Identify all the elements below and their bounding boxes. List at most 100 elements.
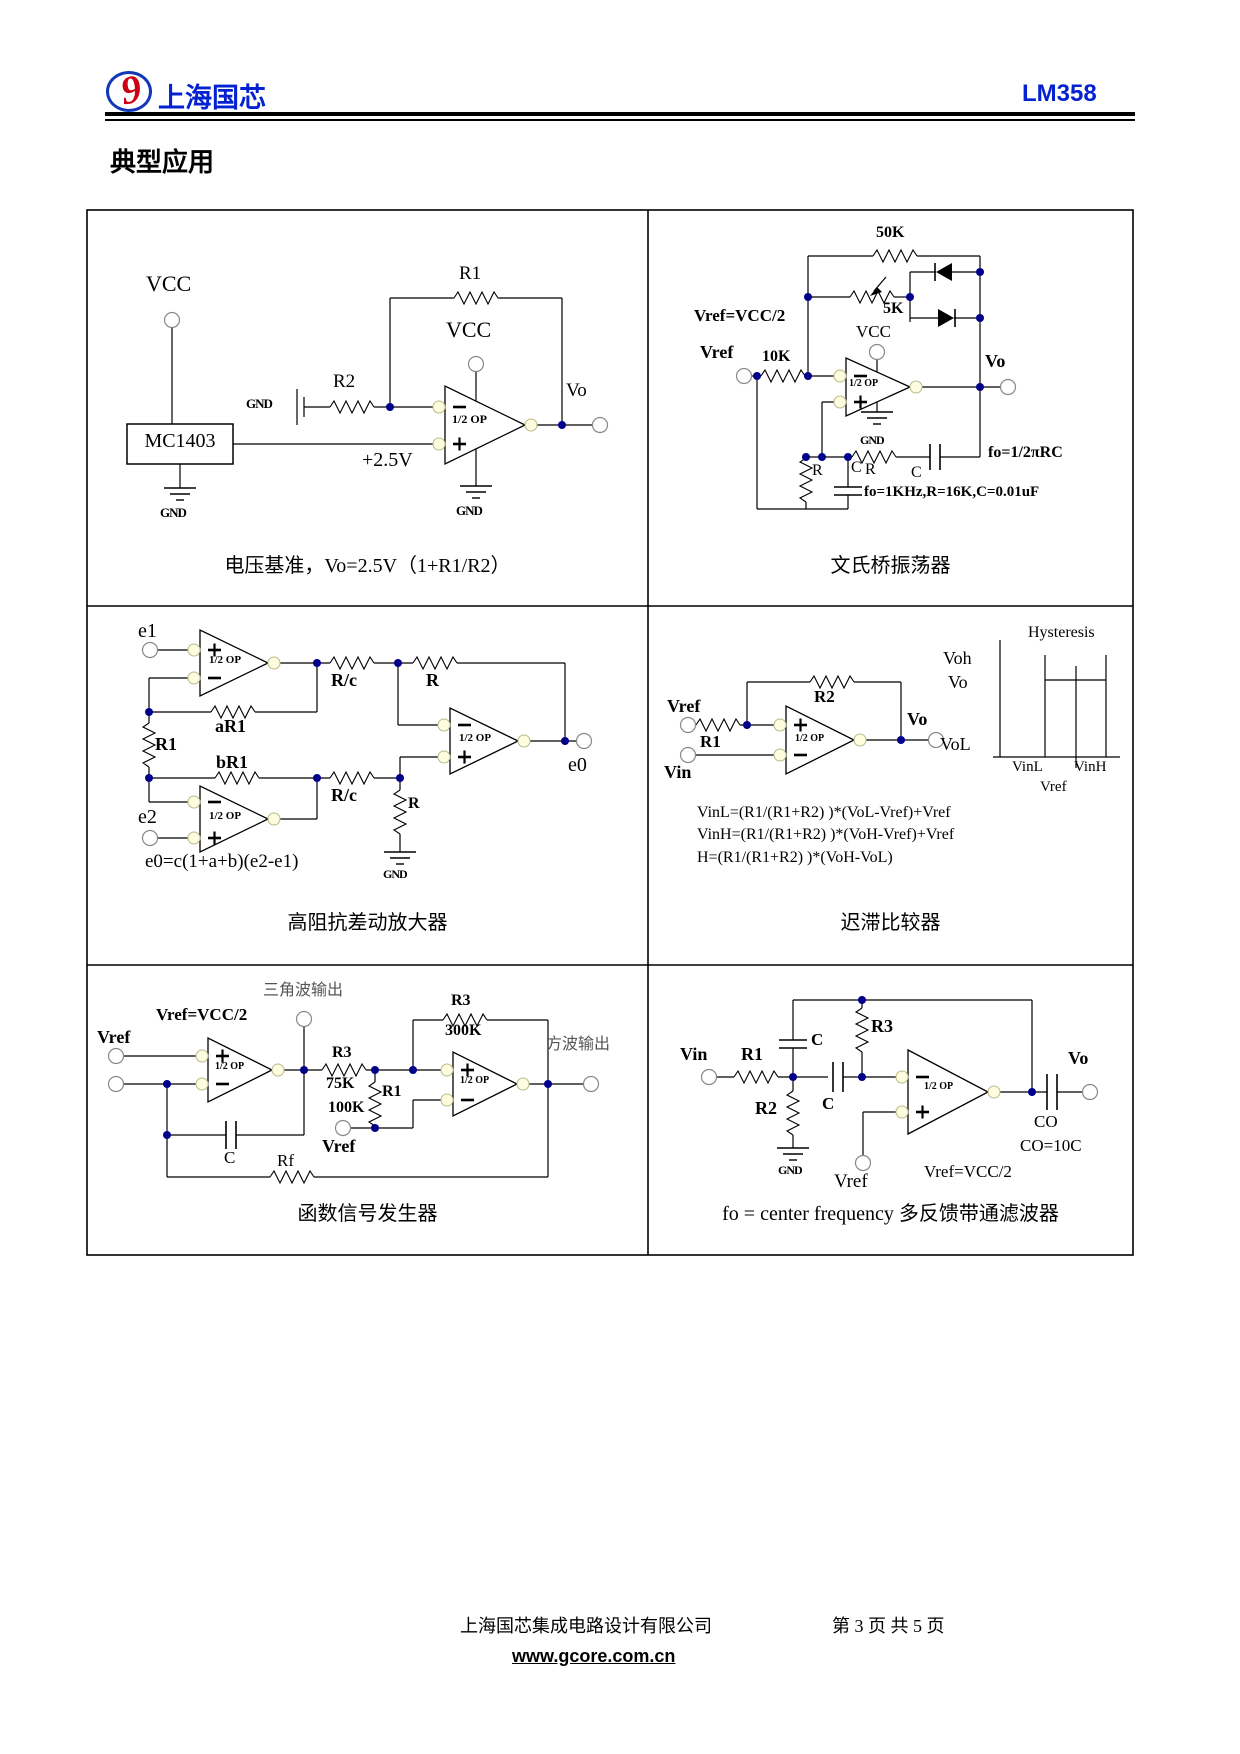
footer-website-link[interactable]: www.gcore.com.cn [512,1646,676,1666]
label-p3-r1: R1 [155,734,177,754]
label-p3-half-op-b: 1/2 OP [209,810,242,822]
label-p5-v300k: 300K [445,1022,482,1039]
label-p2-series-c: C [911,464,922,481]
label-p6-vref-bot: Vref [834,1171,868,1192]
label-p1-gnd-bat: GND [246,396,273,411]
label-p4-vref-axis: Vref [1040,779,1067,795]
label-p1-mc1403: MC1403 [144,430,216,452]
label-p2-fo2: fo=1KHz,R=16K,C=0.01uF [864,484,1040,500]
label-p6-co-eq: CO=10C [1020,1136,1082,1155]
label-p3-half-op-c: 1/2 OP [459,732,492,744]
label-p5-v75k: 75K [326,1075,355,1092]
label-p6-r3: R3 [871,1016,893,1036]
label-p2-vref: Vref [700,342,734,362]
label-p6-r2: R2 [755,1098,777,1118]
gcore-logo-icon: 9 [106,66,152,113]
label-p3-r-shunt: R [408,795,420,812]
label-p1-gnd-op: GND [456,503,483,518]
header-rule-thin [105,119,1135,121]
label-p4-r1: R1 [700,732,721,751]
label-p3-r-top: R [426,670,439,690]
label-p3-ar1: aR1 [215,716,246,736]
label-p3-formula: e0=c(1+a+b)(e2-e1) [145,851,299,872]
label-p6-c-series: C [822,1094,835,1113]
label-p2-r10k: 10K [762,348,791,365]
label-p2-fo1: fo=1/2πRC [988,444,1063,461]
label-p2-vo: Vo [985,351,1006,371]
label-p2-vcc: VCC [856,322,891,341]
label-p5-sq-out: 方波输出 [546,1036,611,1053]
label-p5-vref-eq: Vref=VCC/2 [156,1005,248,1024]
label-p2-gnd: GND [860,433,885,447]
label-p5-rf: Rf [277,1151,294,1170]
label-p3-rc1: R/c [331,670,357,690]
label-p3-rc2: R/c [331,785,357,805]
label-p4-vol: VoL [940,734,971,754]
label-p2-r50k: 50K [876,224,905,241]
label-p1-half-op: 1/2 OP [452,412,487,426]
label-p6-co: CO [1034,1112,1058,1131]
label-p3-gnd: GND [383,867,408,881]
label-p5-c: C [224,1148,236,1167]
label-p1-r2: R2 [333,371,356,392]
caption-p3: 高阻抗差动放大器 [287,912,448,934]
label-p4-voh: Voh [943,648,972,668]
label-p1-vo: Vo [566,380,587,401]
label-p6-r1: R1 [741,1044,763,1064]
label-p1-vcc-op: VCC [446,317,492,342]
label-p5-half-op-a: 1/2 OP [215,1061,245,1072]
label-p5-tri-out: 三角波输出 [263,982,344,999]
brand-name: 上海国芯 [158,83,266,113]
label-p2-vref-eq: Vref=VCC/2 [694,306,786,325]
label-p2-shunt-r: R [812,462,823,479]
label-p6-vo: Vo [1068,1048,1089,1068]
label-p4-f3: H=(R1/(R1+R2) )*(VoH-VoL) [697,849,893,866]
label-p2-r5k: 5K [883,300,904,317]
label-p5-r1: R1 [382,1083,402,1100]
label-p3-e0: e0 [568,754,587,776]
caption-p4: 迟滞比较器 [840,912,941,934]
part-number: LM358 [1022,80,1097,107]
label-p6-half-op: 1/2 OP [924,1081,954,1092]
label-p4-vo-axis: Vo [948,672,968,692]
footer-page-number: 第 3 页 共 5 页 [832,1616,945,1636]
label-p4-r2: R2 [814,687,835,706]
label-p4-half-op: 1/2 OP [795,733,825,744]
label-p5-half-op-b: 1/2 OP [460,1075,490,1086]
label-p5-vref-in: Vref [97,1027,131,1047]
label-p5-r3a: R3 [332,1044,352,1061]
label-p6-c-top: C [811,1030,824,1049]
label-p1-r1: R1 [459,263,482,284]
label-p1-gnd-box: GND [160,505,187,520]
section-title: 典型应用 [110,148,215,177]
label-p4-vinh: VinH [1074,759,1107,775]
label-p3-br1: bR1 [216,752,249,772]
label-p5-vref-mid: Vref [322,1136,356,1156]
label-p6-gnd: GND [778,1163,803,1177]
label-p4-f2: VinH=(R1/(R1+R2) )*(VoH-Vref)+Vref [697,826,955,843]
label-p4-vo: Vo [907,709,928,729]
label-p4-f1: VinL=(R1/(R1+R2) )*(VoL-Vref)+Vref [697,804,951,821]
caption-p1: 电压基准，Vo=2.5V（1+R1/R2） [224,555,511,577]
label-p4-vin: Vin [664,762,692,782]
label-p5-r3b: R3 [451,992,471,1009]
label-p6-vin: Vin [680,1044,708,1064]
caption-p5: 函数信号发生器 [297,1203,438,1225]
label-p3-e1: e1 [138,620,157,642]
label-p2-half-op: 1/2 OP [849,378,879,389]
footer-company: 上海国芯集成电路设计有限公司 [460,1616,712,1636]
caption-p2: 文氏桥振荡器 [830,555,951,577]
label-p2-shunt-c: C [851,459,862,476]
label-p5-v100k: 100K [328,1099,365,1116]
label-p4-vinl: VinL [1012,759,1043,775]
label-p3-half-op-a: 1/2 OP [209,654,242,666]
label-p4-hysteresis: Hysteresis [1028,624,1095,641]
label-p1-vcc-left: VCC [146,271,192,296]
label-p2-series-r: R [865,461,876,478]
header-rule-thick [105,112,1135,116]
caption-p6: fo = center frequency 多反馈带通滤波器 [722,1203,1059,1225]
label-p4-vref: Vref [667,696,701,716]
label-p3-e2: e2 [138,806,157,828]
